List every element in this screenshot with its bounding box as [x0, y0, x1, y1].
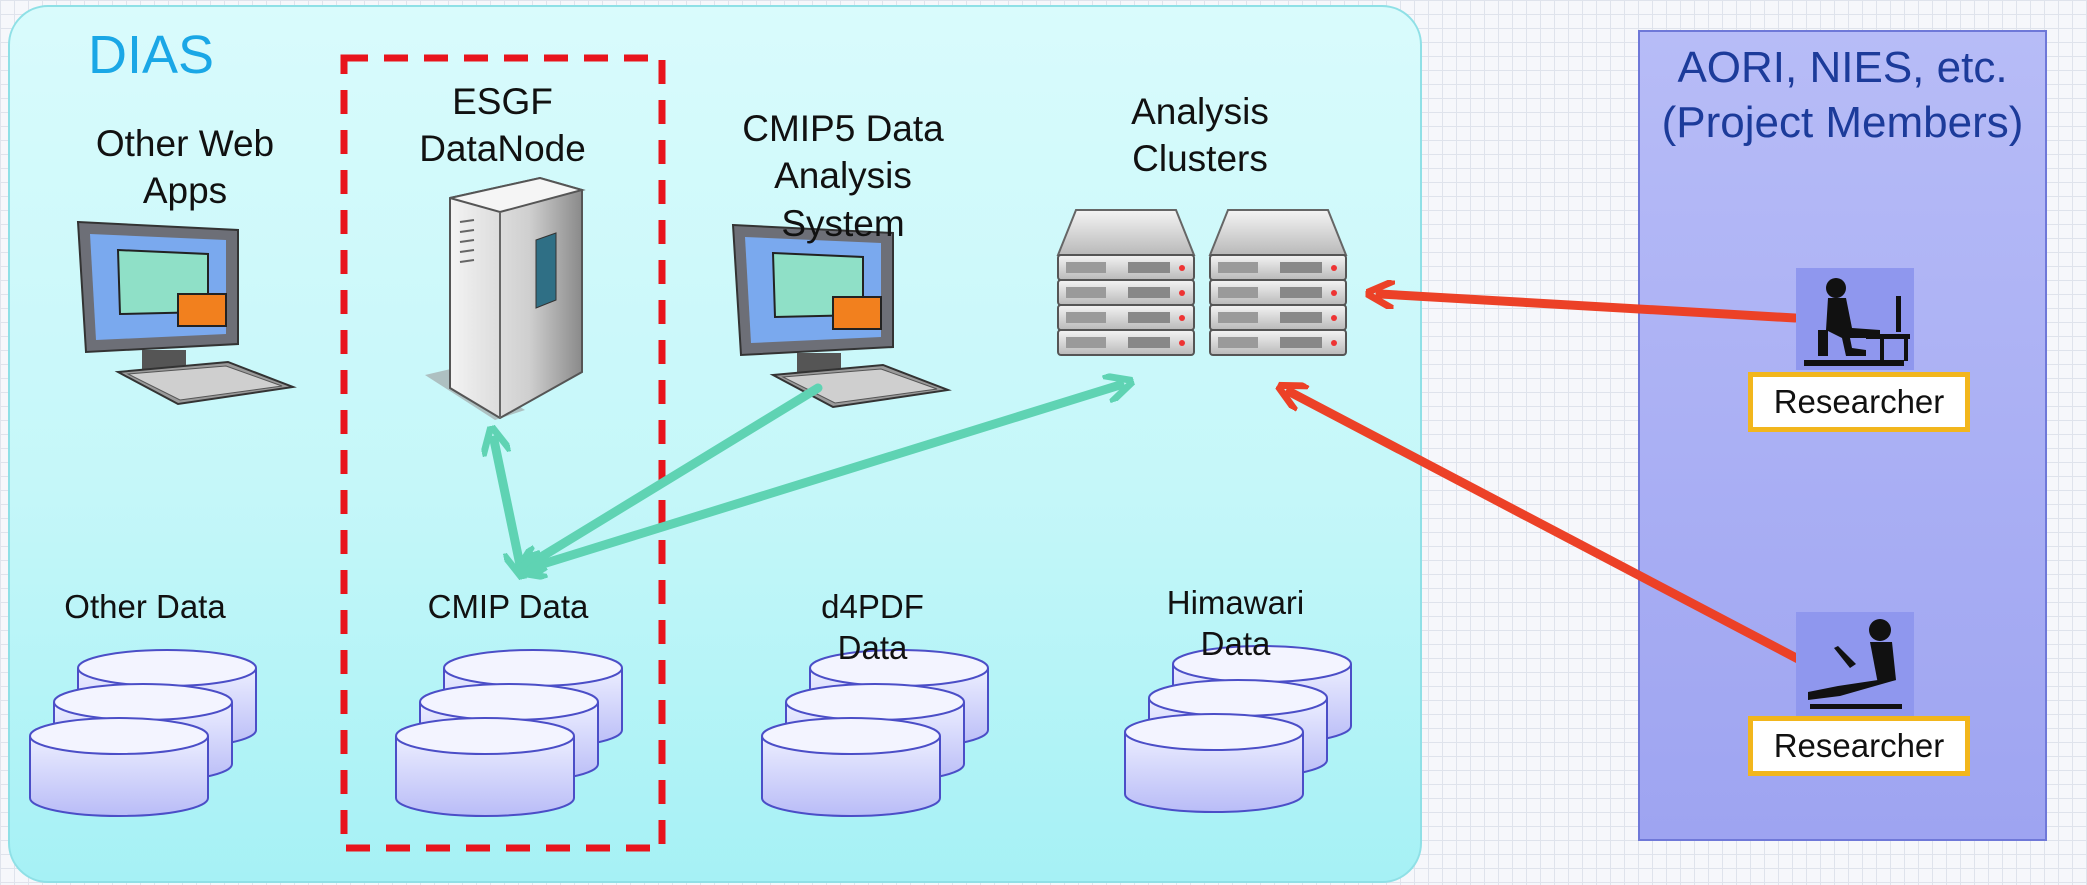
cmip-data-db-icon [395, 649, 623, 817]
other-data-db-icon [29, 649, 257, 817]
d4pdf-data-db-icon [761, 649, 989, 817]
other-web-apps-label: Other Web Apps [95, 123, 275, 212]
other-data-label: Other Data [64, 588, 226, 625]
cluster-server-right-icon [1209, 209, 1347, 356]
researcher-label-2: Researcher [1748, 716, 1970, 776]
project-members-title: AORI, NIES, etc. (Project Members) [1661, 43, 2024, 147]
esgf-server-icon [425, 176, 586, 420]
esgf-cmip-arrow [494, 440, 520, 565]
analysis-system-monitor-icon [732, 224, 949, 408]
himawari-data-db-icon [1124, 645, 1352, 813]
dias-title: DIAS [88, 25, 215, 85]
d4pdf-data-label: d4PDF Data [821, 588, 924, 667]
esgf-datanode-label: ESGF DataNode [419, 81, 586, 170]
researcher-desk-icon [1796, 268, 1914, 370]
analysis-clusters-label: Analysis Clusters [1131, 91, 1269, 180]
cluster-server-left-icon [1057, 209, 1195, 356]
researcher1-clusters-arrow [1380, 294, 1800, 323]
researcher-label-1: Researcher [1748, 372, 1970, 432]
esgf-cmip-group-outline [340, 54, 666, 852]
cmip5-analysis-system-label: CMIP5 Data Analysis System [742, 108, 944, 244]
analysis-system-cmip-arrow [528, 383, 823, 565]
clusters-cmip-arrow [530, 385, 1120, 568]
web-apps-monitor-icon [77, 221, 294, 405]
researcher2-clusters-arrow [1290, 392, 1805, 665]
himawari-data-label: Himawari Data [1166, 584, 1305, 663]
cmip-data-label: CMIP Data [427, 588, 589, 625]
researcher-laptop-icon [1796, 612, 1914, 716]
